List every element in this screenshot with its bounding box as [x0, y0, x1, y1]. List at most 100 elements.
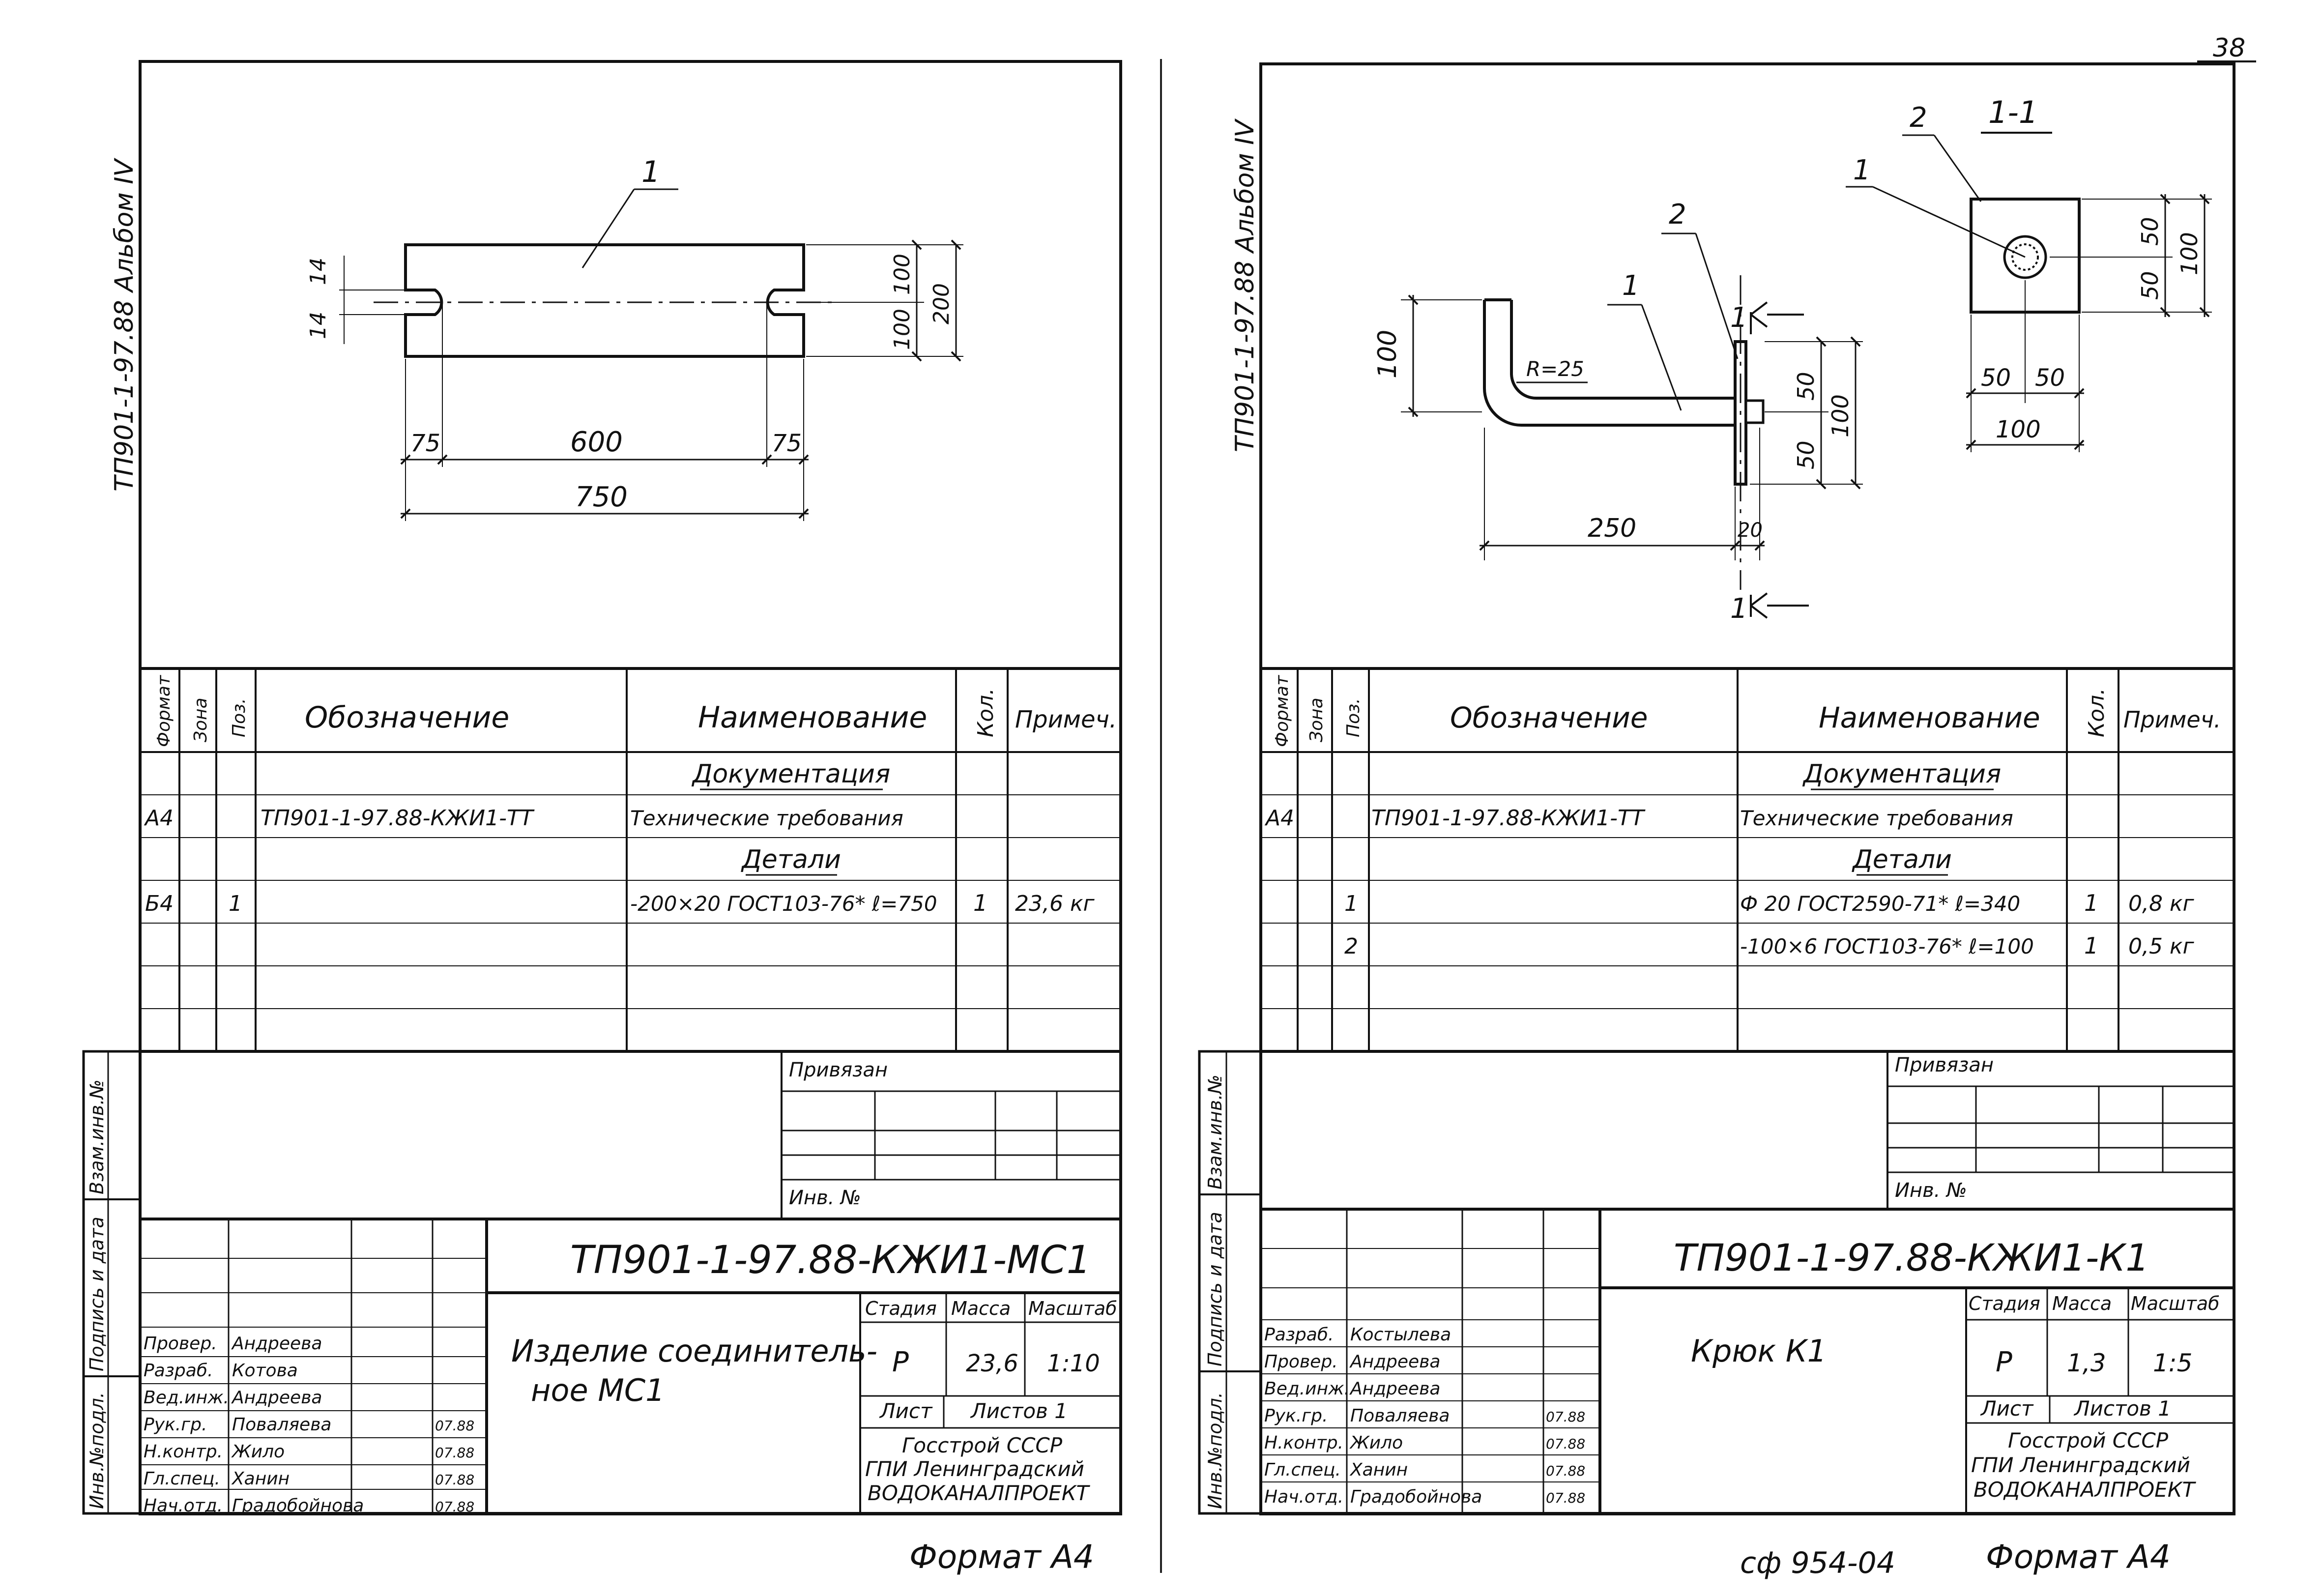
left-scale: 1:10 — [1047, 1350, 1100, 1377]
signer-role: Разраб. — [144, 1361, 213, 1381]
signer-name: Поваляева — [232, 1415, 331, 1435]
dim-end-left: 75 — [410, 430, 440, 457]
left-title-line1: Изделие соединитель- — [511, 1333, 877, 1369]
left-hdr-zone: Зона — [191, 697, 211, 742]
left-hdr-qty: Кол. — [973, 688, 998, 737]
dim-hook-height: 100 — [1373, 330, 1402, 378]
signer-date: 07.88 — [435, 1472, 474, 1488]
right-hook-drawing: 1 1 1 2 R=25 100 — [1373, 199, 1863, 625]
spec-note: 0,5 кг — [2128, 934, 2195, 959]
hook-inner — [1510, 300, 1735, 400]
right-signers: Разраб.КостылеваПровер.АндрееваВед.инж.А… — [1264, 1325, 1585, 1507]
right-title-block — [1259, 1050, 2235, 1515]
left-stamp-sign-date: Подпись и дата — [86, 1217, 108, 1371]
signer-role: Н.контр. — [144, 1442, 223, 1462]
spec-format: А4 — [1264, 806, 1294, 831]
sec-pos1-leader — [1872, 186, 2026, 258]
signer-date: 07.88 — [1546, 1463, 1585, 1479]
right-mass: 1,3 — [2067, 1349, 2106, 1377]
pos2-label-r: 2 — [1669, 199, 1686, 231]
signer-name: Костылева — [1350, 1325, 1451, 1345]
left-org-line1: Госстрой СССР — [902, 1433, 1063, 1457]
spec-name: Технические требования — [1740, 806, 2013, 830]
right-inv-no: Инв. № — [1895, 1179, 1967, 1202]
left-lbl-scale: Масштаб — [1028, 1298, 1117, 1319]
dim-height-upper: 100 — [890, 254, 915, 295]
signer-name: Градобойнова — [232, 1496, 364, 1516]
right-hdr-pos: Поз. — [1343, 698, 1364, 737]
right-scale: 1:5 — [2153, 1349, 2192, 1377]
left-doc-code: ТП901-1-97.88-КЖИ1-МС1 — [570, 1238, 1091, 1282]
sec-pos2-leader — [1933, 135, 1982, 202]
left-hdr-note: Примеч. — [1015, 706, 1117, 733]
signer-name: Андреева — [1349, 1379, 1440, 1399]
right-privyazan: Привязан — [1895, 1054, 1994, 1076]
cut-bot-arrow — [1750, 592, 1768, 619]
pos2-leader-r — [1695, 233, 1739, 359]
spec-note: 23,6 кг — [1015, 891, 1095, 916]
signer-date: 07.88 — [435, 1418, 474, 1434]
signer-date: 07.88 — [1546, 1409, 1585, 1425]
right-hdr-note: Примеч. — [2123, 706, 2221, 733]
signer-name: Поваляева — [1350, 1406, 1450, 1426]
signer-role: Разраб. — [1264, 1325, 1334, 1345]
spec-name: Технические требования — [630, 806, 903, 830]
pos1-leader — [581, 189, 635, 268]
left-lbl-sheets: Листов 1 — [970, 1399, 1068, 1423]
dim-end-right: 75 — [772, 430, 802, 457]
section-mark: 1-1 — [1988, 94, 2038, 130]
spec-pos: 2 — [1344, 934, 1358, 959]
right-hdr-format: Формат — [1272, 675, 1292, 747]
right-section-view: 1-1 1 2 50 50 100 — [1846, 94, 2212, 452]
dim-slot-b: 14 — [306, 258, 331, 285]
right-hdr-qty: Кол. — [2084, 688, 2109, 737]
right-lbl-mass: Масса — [2052, 1293, 2112, 1314]
signer-name: Жило — [1349, 1433, 1403, 1453]
signer-name: Андреева — [1349, 1352, 1440, 1372]
right-hdr-designation: Обозначение — [1450, 701, 1648, 734]
left-hdr-format: Формат — [154, 675, 174, 747]
dim-plate-thk: 20 — [1738, 519, 1763, 542]
signer-name: Котова — [232, 1361, 298, 1381]
sec-dim-v2: 50 — [2137, 271, 2163, 300]
left-mass: 23,6 — [966, 1350, 1018, 1377]
right-lbl-sheet: Лист — [1980, 1396, 2034, 1421]
sec-dim-h2: 50 — [2035, 364, 2065, 392]
signer-role: Рук.гр. — [1264, 1406, 1328, 1426]
signer-date: 07.88 — [435, 1445, 474, 1461]
left-privyazan: Привязан — [789, 1059, 888, 1081]
spec-qty: 1 — [2084, 932, 2098, 959]
sec-dim-h-total: 100 — [1996, 416, 2041, 443]
signer-role: Нач.отд. — [1264, 1487, 1343, 1507]
signer-role: Рук.гр. — [144, 1415, 207, 1435]
spec-format: А4 — [144, 806, 174, 831]
spec-designation: ТП901-1-97.88-КЖИ1-ТТ — [1371, 806, 1646, 831]
signer-name: Градобойнова — [1350, 1487, 1482, 1507]
left-signers: Провер.АндрееваРазраб.КотоваВед.инж.Андр… — [144, 1334, 474, 1516]
right-org-line3: ВОДОКАНАЛПРОЕКТ — [1974, 1478, 2197, 1502]
spec-format: Б4 — [145, 891, 174, 916]
right-album-label: ТП901-1-97.88 Альбом IV — [1230, 118, 1260, 452]
spec-section-heading: Детали — [741, 845, 841, 874]
spec-qty: 1 — [973, 890, 987, 916]
cut-top-arrow — [1750, 301, 1768, 328]
dim-plate-total: 100 — [1827, 394, 1854, 437]
right-org-line2: ГПИ Ленинградский — [1971, 1453, 2190, 1477]
pos1-label-r: 1 — [1622, 270, 1640, 302]
spec-section-heading: Документация — [692, 759, 890, 789]
right-hdr-zone: Зона — [1306, 697, 1327, 742]
left-side-stamp — [82, 1050, 142, 1515]
signer-name: Ханин — [231, 1469, 290, 1489]
dim-overall: 750 — [575, 481, 628, 513]
right-lbl-stage: Стадия — [1969, 1293, 2040, 1314]
spec-note: 0,8 кг — [2128, 891, 2195, 916]
left-hdr-name: Наименование — [698, 700, 927, 735]
right-side-stamp — [1198, 1050, 1262, 1515]
left-lbl-stage: Стадия — [865, 1298, 937, 1319]
spec-pos: 1 — [1344, 891, 1358, 916]
left-album-label: ТП901-1-97.88 Альбом IV — [110, 157, 139, 492]
spec-name: Ф 20 ГОСТ2590-71* ℓ=340 — [1740, 892, 2020, 916]
signer-role: Вед.инж. — [144, 1388, 229, 1408]
